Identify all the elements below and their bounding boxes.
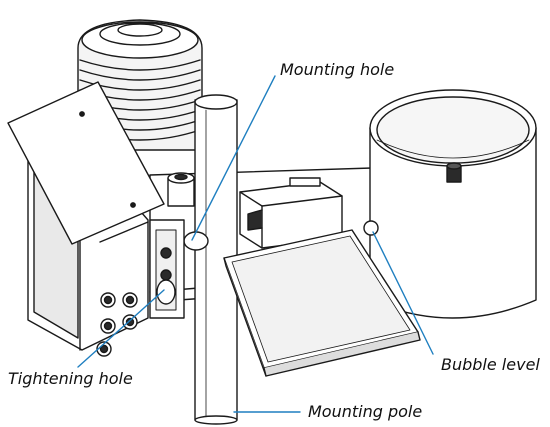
leader-line-mounting-hole xyxy=(191,75,276,241)
callout-bubble-level: Bubble level xyxy=(441,355,540,374)
bubble-level xyxy=(363,220,379,236)
mounting-hole xyxy=(183,231,209,251)
callout-mounting-pole: Mounting pole xyxy=(308,402,423,421)
leader-line-tightening-hole xyxy=(77,289,165,368)
mounting-pole xyxy=(194,94,238,425)
callout-tightening-hole: Tightening hole xyxy=(8,369,133,388)
solar-panel xyxy=(223,229,421,377)
sensor-cover-plate xyxy=(7,81,165,245)
rain-gauge xyxy=(369,89,537,319)
pole-top-sensor xyxy=(167,172,195,207)
leader-line-bubble-level xyxy=(372,231,434,355)
transmitter-box xyxy=(239,177,343,249)
callout-mounting-hole: Mounting hole xyxy=(280,60,395,79)
